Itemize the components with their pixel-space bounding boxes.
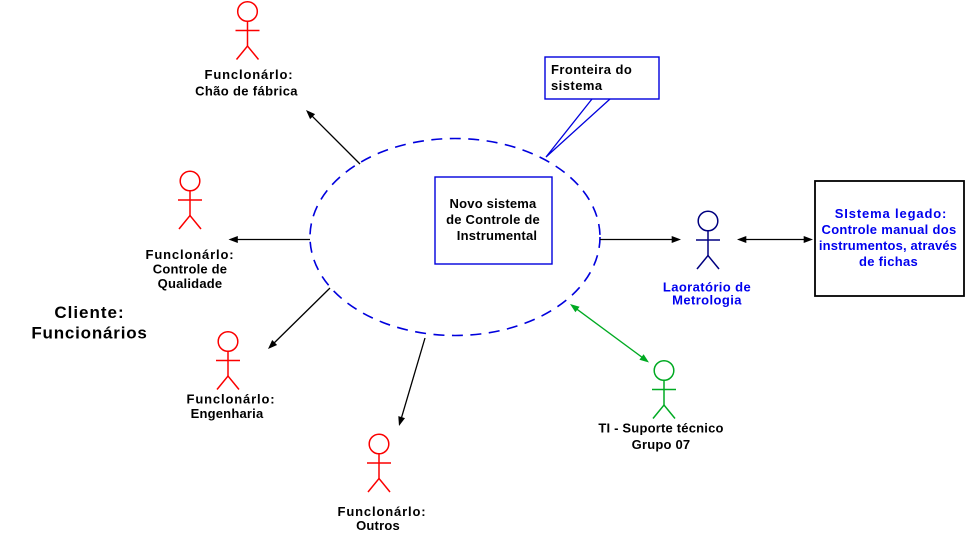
svg-text:Fronteira do: Fronteira do xyxy=(551,62,632,77)
svg-text:Qualidade: Qualidade xyxy=(158,276,223,291)
svg-text:Funclonárlo:: Funclonárlo: xyxy=(205,67,294,82)
svg-text:Cliente:: Cliente: xyxy=(54,303,124,322)
svg-text:Controle manual dos: Controle manual dos xyxy=(822,222,957,237)
svg-text:SIstema legado:: SIstema legado: xyxy=(835,206,947,221)
svg-text:Novo sistema: Novo sistema xyxy=(450,196,538,211)
svg-text:sistema: sistema xyxy=(551,78,603,93)
svg-text:TI - Suporte técnico: TI - Suporte técnico xyxy=(598,421,723,436)
svg-text:Metrologia: Metrologia xyxy=(672,293,742,308)
svg-text:Grupo 07: Grupo 07 xyxy=(632,437,691,452)
svg-text:Funclonárlo:: Funclonárlo: xyxy=(187,392,276,407)
svg-text:de Controle de: de Controle de xyxy=(446,212,540,227)
svg-text:Instrumental: Instrumental xyxy=(457,228,537,243)
svg-text:Chão de fábrica: Chão de fábrica xyxy=(195,84,298,99)
svg-text:Engenharia: Engenharia xyxy=(191,406,264,421)
svg-text:Funcionários: Funcionários xyxy=(31,324,147,343)
svg-text:Funclonárlo:: Funclonárlo: xyxy=(338,504,427,519)
svg-text:Laoratório de: Laoratório de xyxy=(663,280,751,295)
svg-text:Funclonárlo:: Funclonárlo: xyxy=(146,247,235,262)
svg-text:instrumentos, através: instrumentos, através xyxy=(819,238,957,253)
svg-text:Outros: Outros xyxy=(356,518,400,533)
svg-text:Controle de: Controle de xyxy=(153,262,227,277)
svg-text:de fichas: de fichas xyxy=(859,254,918,269)
